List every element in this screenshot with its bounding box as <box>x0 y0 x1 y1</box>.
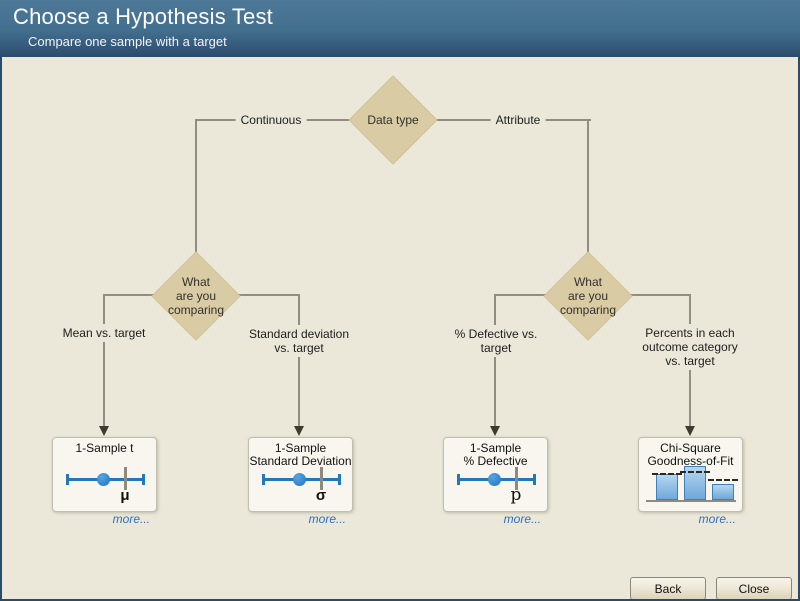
dotplot-left-cap <box>262 474 265 485</box>
dialog-header: Choose a Hypothesis Test Compare one sam… <box>0 0 800 57</box>
window-border-right <box>798 57 800 601</box>
branch-label-continuous: Continuous <box>235 111 307 129</box>
page-subtitle: Compare one sample with a target <box>28 34 227 49</box>
connector-left-drop <box>195 119 197 255</box>
dotplot-right-cap <box>142 474 145 485</box>
more-link-1-sample-standard-deviation[interactable]: more... <box>308 512 346 526</box>
diamond-comparing-left-label: What are you comparing <box>167 275 225 317</box>
bar <box>684 466 706 500</box>
baseline <box>646 500 736 502</box>
arrow-down-icon <box>99 426 109 436</box>
dotplot-right-cap <box>533 474 536 485</box>
card-title: Chi-Square Goodness-of-Fit <box>647 441 734 468</box>
target-tick <box>320 467 323 490</box>
target-tick <box>515 467 518 490</box>
window-border-bottom <box>0 599 800 601</box>
diamond-comparing-right <box>543 251 633 341</box>
bar <box>712 484 734 500</box>
sample-dot <box>293 473 306 486</box>
diamond-data-type-label: Data type <box>367 113 419 127</box>
connector-defective-h <box>495 294 557 296</box>
connector-mean-h <box>103 294 165 296</box>
dotplot-left-cap <box>457 474 460 485</box>
arrow-down-icon <box>685 426 695 436</box>
connector-mean-v <box>103 294 105 427</box>
p-symbol: p <box>510 485 522 505</box>
dotplot-mu-icon: μ <box>66 467 145 506</box>
sample-dot <box>488 473 501 486</box>
connector-right-drop <box>587 119 589 255</box>
outcome-label-mean: Mean vs. target <box>57 324 151 342</box>
more-link-1-sample-percent-defective[interactable]: more... <box>503 512 541 526</box>
diamond-comparing-right-label: What are you comparing <box>559 275 617 317</box>
connector-stdev-v <box>298 294 300 427</box>
outcome-label-defective: % Defective vs. target <box>449 325 543 357</box>
diamond-data-type <box>348 75 438 165</box>
arrow-down-icon <box>294 426 304 436</box>
outcome-label-stdev: Standard deviation vs. target <box>243 325 355 357</box>
target-dash <box>652 473 682 475</box>
dotplot-left-cap <box>66 474 69 485</box>
more-link-1-sample-t[interactable]: more... <box>112 512 150 526</box>
card-1-sample-percent-defective[interactable]: 1-Sample % Defective p <box>443 437 548 512</box>
dotplot-right-cap <box>338 474 341 485</box>
connector-defective-v <box>494 294 496 427</box>
card-title: 1-Sample Standard Deviation <box>249 441 352 468</box>
sample-dot <box>97 473 110 486</box>
dotplot-p-icon: p <box>457 467 536 506</box>
bar-chart-icon <box>646 466 738 506</box>
outcome-label-percents: Percents in each outcome category vs. ta… <box>637 324 743 370</box>
sigma-symbol: σ <box>315 487 327 504</box>
page-title: Choose a Hypothesis Test <box>13 4 273 29</box>
close-button[interactable]: Close <box>716 577 792 600</box>
card-title: 1-Sample % Defective <box>463 441 528 468</box>
window-border-left <box>0 57 2 601</box>
card-chi-square-goodness-of-fit[interactable]: Chi-Square Goodness-of-Fit <box>638 437 743 512</box>
more-link-chi-square-goodness-of-fit[interactable]: more... <box>698 512 736 526</box>
mu-symbol: μ <box>120 487 130 504</box>
connector-stdev-h <box>228 294 300 296</box>
bar <box>656 474 678 500</box>
target-dash <box>708 479 738 481</box>
branch-label-attribute: Attribute <box>490 111 546 129</box>
card-1-sample-t[interactable]: 1-Sample t μ <box>52 437 157 512</box>
target-tick <box>124 467 127 490</box>
diamond-comparing-left <box>151 251 241 341</box>
dotplot-sigma-icon: σ <box>262 467 341 506</box>
card-1-sample-standard-deviation[interactable]: 1-Sample Standard Deviation σ <box>248 437 353 512</box>
card-title: 1-Sample t <box>75 441 134 455</box>
connector-percents-h <box>620 294 691 296</box>
arrow-down-icon <box>490 426 500 436</box>
target-dash <box>680 471 710 473</box>
back-button[interactable]: Back <box>630 577 706 600</box>
